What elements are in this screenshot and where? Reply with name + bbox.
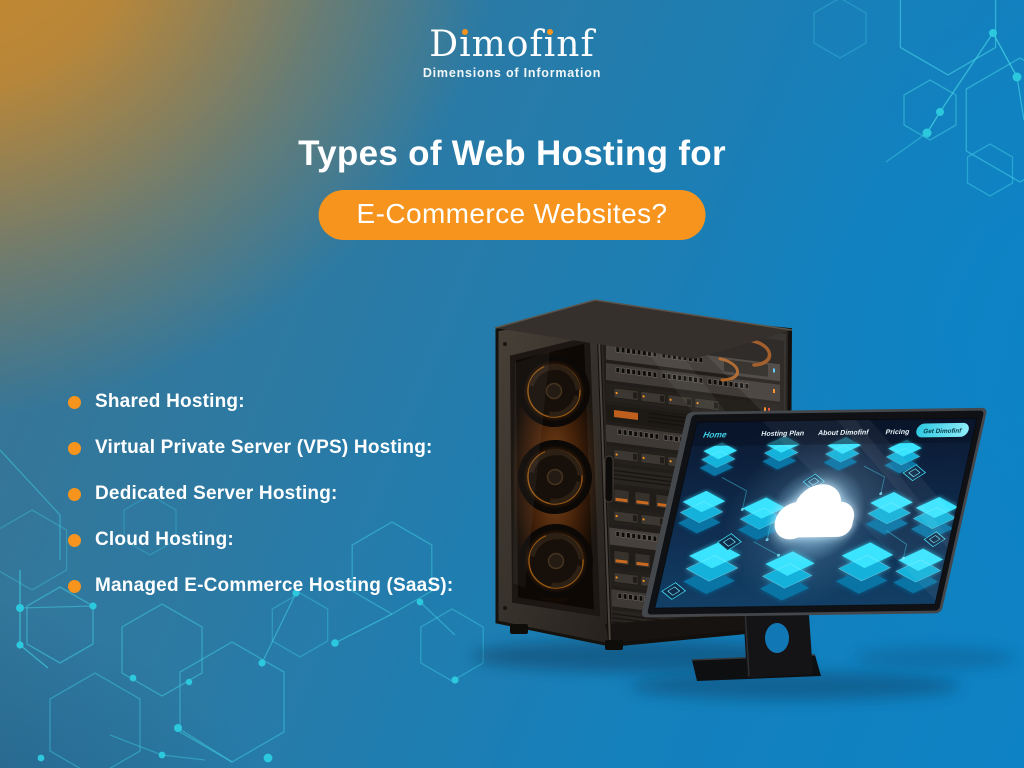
- list-item: Virtual Private Server (VPS) Hosting:: [68, 436, 453, 460]
- dimofinf-logo: Dımofınf: [0, 24, 1024, 65]
- logo-letter-i: ı: [459, 24, 472, 65]
- list-item: Shared Hosting:: [68, 390, 453, 414]
- hosting-type-label: Shared Hosting:: [95, 391, 245, 412]
- hosting-type-label: Cloud Hosting:: [95, 529, 234, 550]
- bullet-icon: [68, 579, 81, 593]
- list-item: Cloud Hosting:: [68, 528, 453, 552]
- logo-letter: D: [429, 24, 460, 65]
- list-item: Dedicated Server Hosting:: [68, 482, 453, 506]
- rack-side-panel: [495, 308, 612, 647]
- circuit-lines: [721, 465, 908, 559]
- cloud-icon: [765, 466, 866, 564]
- logo-letter: mof: [471, 24, 544, 65]
- brand-header: Dımofınf Dimensions of Information: [0, 24, 1024, 80]
- hosting-type-label: Managed E-Commerce Hosting (SaaS):: [95, 575, 454, 596]
- hosting-type-label: Virtual Private Server (VPS) Hosting:: [95, 437, 433, 458]
- nav-link: Pricing: [885, 429, 910, 436]
- cta-label: Get Dimofinf: [922, 428, 962, 435]
- bullet-icon: [68, 395, 81, 409]
- logo-letter-i: ı: [543, 24, 557, 65]
- screen-glare: [762, 419, 955, 601]
- list-item: Managed E-Commerce Hosting (SaaS):: [68, 574, 453, 598]
- nav-link: Hosting Plan: [760, 430, 804, 437]
- rack-fan: [518, 440, 592, 514]
- monitor-panel: Home Hosting Plan About Dimofinf Pricing…: [641, 407, 987, 618]
- bullet-icon: [68, 487, 81, 501]
- nav-link: About Dimofinf: [817, 430, 870, 438]
- screen-nav-logo: Home: [702, 429, 728, 439]
- cta-button: Get Dimofinf: [916, 422, 969, 438]
- screen-nav: Home Hosting Plan About Dimofinf Pricing…: [691, 418, 977, 447]
- rack-lid: [494, 299, 793, 359]
- logo-letter: nf: [556, 24, 595, 65]
- monitor-screen: Home Hosting Plan About Dimofinf Pricing…: [654, 418, 977, 609]
- hosting-type-label: Dedicated Server Hosting:: [95, 483, 338, 504]
- rack-fan: [518, 355, 590, 427]
- poster-title: Types of Web Hosting for: [298, 134, 726, 173]
- brand-tagline: Dimensions of Information: [422, 66, 602, 81]
- rack-door-handle: [604, 455, 614, 503]
- monitor: Home Hosting Plan About Dimofinf Pricing…: [630, 407, 1015, 700]
- rack-fan: [519, 524, 593, 598]
- server-illustration: Home Hosting Plan About Dimofinf Pricing…: [472, 299, 1015, 700]
- hosting-types-list: Shared Hosting: Virtual Private Server (…: [68, 390, 453, 620]
- bullet-icon: [68, 533, 81, 547]
- bullet-icon: [68, 441, 81, 455]
- title-badge: E-Commerce Websites?: [318, 190, 706, 240]
